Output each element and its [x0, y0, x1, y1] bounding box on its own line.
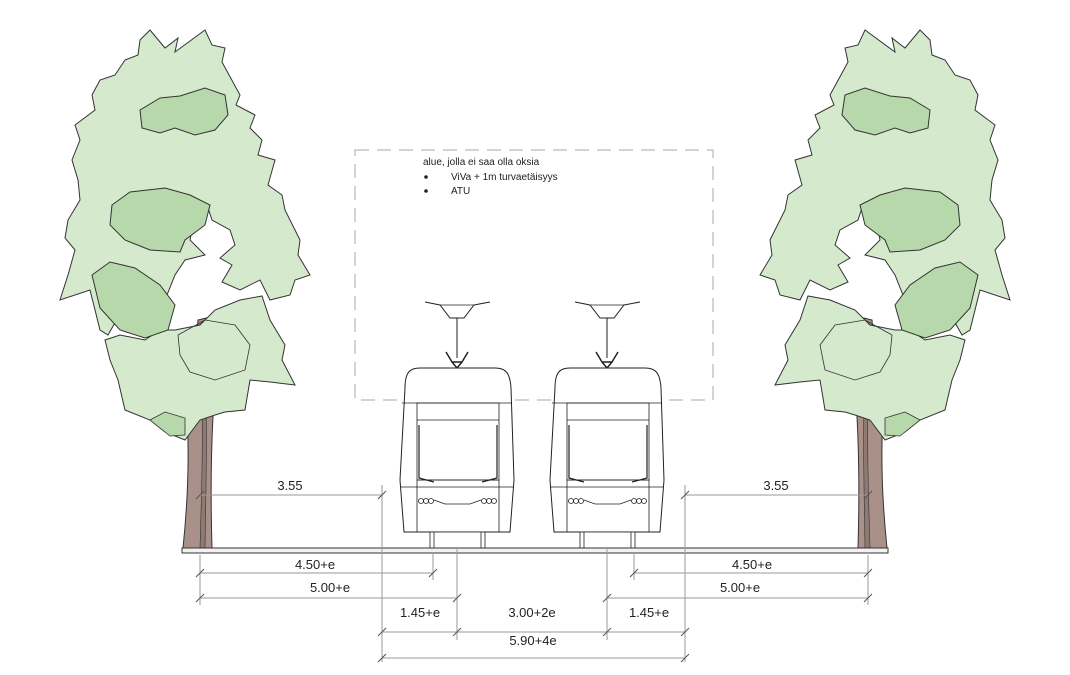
- dimension-lines: [195, 485, 873, 663]
- note-bullet: ATU: [451, 186, 470, 197]
- clearance-zone-box: [354, 149, 714, 401]
- right-tram: [549, 301, 665, 549]
- dim-left-450: 4.50+e: [295, 557, 335, 572]
- bullet-icon: [424, 175, 428, 179]
- dim-right-500: 5.00+e: [720, 580, 760, 595]
- note-bullet: ViVa + 1m turvaetäisyys: [451, 172, 558, 183]
- dim-left-500: 5.00+e: [310, 580, 350, 595]
- note-text-block: alue, jolla ei saa olla oksia ViVa + 1m …: [423, 157, 558, 197]
- dim-left-145: 1.45+e: [400, 605, 440, 620]
- dim-right-145: 1.45+e: [629, 605, 669, 620]
- dim-right-tree: 3.55: [763, 478, 788, 493]
- right-tree: [759, 29, 1011, 549]
- left-tram: [399, 301, 515, 549]
- left-tree: [59, 29, 311, 549]
- bullet-icon: [424, 189, 428, 193]
- dim-total-590: 5.90+4e: [509, 633, 556, 648]
- note-title: alue, jolla ei saa olla oksia: [423, 157, 540, 168]
- dim-right-450: 4.50+e: [732, 557, 772, 572]
- dimension-labels: 3.55 3.55 4.50+e 5.00+e 4.50+e 5.00+e 1.…: [277, 478, 788, 648]
- dim-left-tree: 3.55: [277, 478, 302, 493]
- dim-center-300: 3.00+2e: [508, 605, 555, 620]
- ground-line: [181, 547, 889, 554]
